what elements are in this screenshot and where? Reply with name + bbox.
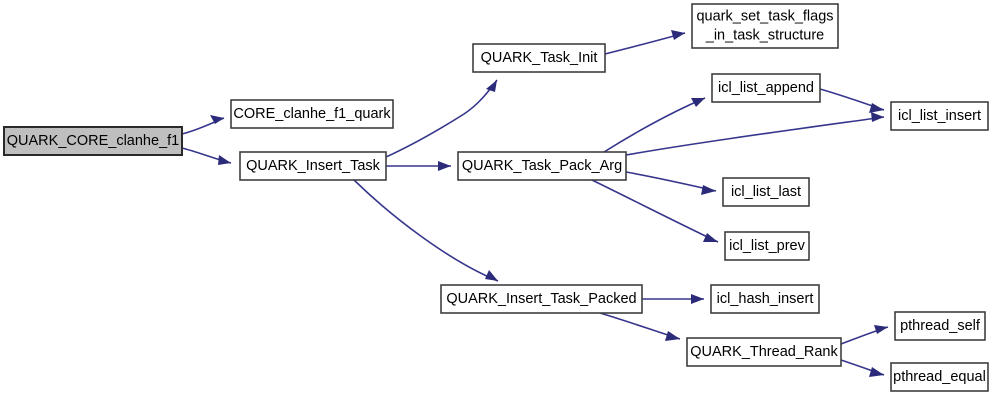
call-edge-quark_insert_task-to-quark_insert_task_packed xyxy=(353,179,499,282)
call-edge-quark_task_pack_arg-to-icl_list_append xyxy=(603,97,706,153)
arrowhead-icon xyxy=(438,161,451,171)
node-box[interactable] xyxy=(691,3,839,49)
node-icl_hash_insert[interactable]: icl_hash_insert xyxy=(710,284,820,314)
edges-layer xyxy=(181,30,889,377)
node-quark_thread_rank[interactable]: QUARK_Thread_Rank xyxy=(686,337,842,367)
node-label: icl_list_append xyxy=(718,80,814,96)
arrowhead-icon xyxy=(691,98,705,107)
arrowhead-icon xyxy=(218,155,231,165)
arrowhead-icon xyxy=(869,103,884,113)
call-edge-quark_thread_rank-to-pthread_self xyxy=(840,325,889,345)
arrowhead-icon xyxy=(665,331,680,341)
node-pthread_equal[interactable]: pthread_equal xyxy=(890,362,989,392)
node-core_clanhe_f1_quark[interactable]: CORE_clanhe_f1_quark xyxy=(230,99,394,129)
node-label: icl_list_insert xyxy=(898,108,981,124)
node-box[interactable] xyxy=(894,311,986,341)
node-icl_list_prev[interactable]: icl_list_prev xyxy=(724,231,810,261)
node-pthread_self[interactable]: pthread_self xyxy=(894,311,986,341)
node-label: QUARK_Insert_Task_Packed xyxy=(446,291,636,307)
call-edge-quark_insert_task_packed-to-icl_hash_insert xyxy=(642,294,704,304)
arrowhead-icon xyxy=(869,367,884,377)
edge-line xyxy=(385,79,498,158)
arrowhead-icon xyxy=(691,294,704,304)
node-quark_insert_task[interactable]: QUARK_Insert_Task xyxy=(239,151,387,181)
node-icl_list_insert[interactable]: icl_list_insert xyxy=(890,101,989,131)
edge-line xyxy=(603,97,706,153)
call-edge-quark_core_clanhe_f1-to-quark_insert_task xyxy=(181,147,232,165)
call-edge-quark_insert_task-to-quark_task_init xyxy=(385,79,498,158)
node-label: QUARK_Insert_Task xyxy=(246,158,381,174)
node-box[interactable] xyxy=(3,126,183,156)
node-label: icl_list_last xyxy=(731,184,801,200)
nodes-layer: QUARK_CORE_clanhe_f1 CORE_clanhe_f1_quark… xyxy=(3,3,989,392)
edge-line xyxy=(625,116,885,156)
node-label: CORE_clanhe_f1_quark xyxy=(233,106,391,122)
node-box[interactable] xyxy=(440,284,643,314)
node-box[interactable] xyxy=(711,73,821,103)
node-box[interactable] xyxy=(239,151,387,181)
edge-line xyxy=(353,179,499,282)
arrowhead-icon xyxy=(871,112,884,122)
call-edge-quark_task_pack_arg-to-icl_list_last xyxy=(625,171,717,195)
node-box[interactable] xyxy=(890,362,989,392)
node-quark_core_clanhe_f1[interactable]: QUARK_CORE_clanhe_f1 xyxy=(3,126,183,156)
arrowhead-icon xyxy=(703,233,718,242)
arrowhead-icon xyxy=(874,325,888,334)
node-label: QUARK_Task_Pack_Arg xyxy=(462,158,622,174)
call-edge-icl_list_append-to-icl_list_insert xyxy=(819,88,885,113)
edge-line xyxy=(591,179,719,243)
node-label: QUARK_Task_Init xyxy=(481,50,598,66)
node-label: _in_task_structure xyxy=(705,27,824,43)
node-quark_insert_task_packed[interactable]: QUARK_Insert_Task_Packed xyxy=(440,284,643,314)
node-box[interactable] xyxy=(710,284,820,314)
node-box[interactable] xyxy=(457,151,627,181)
node-quark_task_init[interactable]: QUARK_Task_Init xyxy=(472,43,606,73)
arrowhead-icon xyxy=(485,270,498,281)
node-label: QUARK_CORE_clanhe_f1 xyxy=(7,133,179,149)
arrowhead-icon xyxy=(486,80,497,92)
node-label: QUARK_Thread_Rank xyxy=(690,344,838,360)
call-edge-quark_task_pack_arg-to-icl_list_insert xyxy=(625,112,885,156)
node-box[interactable] xyxy=(686,337,842,367)
node-label: quark_set_task_flags xyxy=(696,8,833,24)
node-box[interactable] xyxy=(724,231,810,261)
node-quark_set_task_flags_in_task_structure[interactable]: quark_set_task_flags _in_task_structure xyxy=(691,3,839,49)
node-box[interactable] xyxy=(722,177,810,207)
node-label: icl_list_prev xyxy=(729,238,805,254)
node-icl_list_last[interactable]: icl_list_last xyxy=(722,177,810,207)
node-box[interactable] xyxy=(472,43,606,73)
arrowhead-icon xyxy=(671,30,685,40)
call-edge-quark_insert_task-to-quark_task_pack_arg xyxy=(386,161,451,171)
call-edge-quark_insert_task_packed-to-quark_thread_rank xyxy=(599,312,681,341)
call-edge-quark_task_pack_arg-to-icl_list_prev xyxy=(591,179,719,243)
node-label: icl_hash_insert xyxy=(717,291,814,307)
call-edge-quark_core_clanhe_f1-to-core_clanhe_f1_quark xyxy=(181,115,225,135)
call-edge-quark_task_init-to-quark_set_task_flags_in_task_structure xyxy=(604,30,686,55)
node-quark_task_pack_arg[interactable]: QUARK_Task_Pack_Arg xyxy=(457,151,627,181)
node-icl_list_append[interactable]: icl_list_append xyxy=(711,73,821,103)
node-label: pthread_self xyxy=(900,318,981,334)
node-box[interactable] xyxy=(890,101,989,131)
node-box[interactable] xyxy=(230,99,394,129)
arrowhead-icon xyxy=(701,185,716,195)
node-label: pthread_equal xyxy=(893,369,986,385)
arrowhead-icon xyxy=(210,115,224,124)
call-edge-quark_thread_rank-to-pthread_equal xyxy=(840,359,885,377)
